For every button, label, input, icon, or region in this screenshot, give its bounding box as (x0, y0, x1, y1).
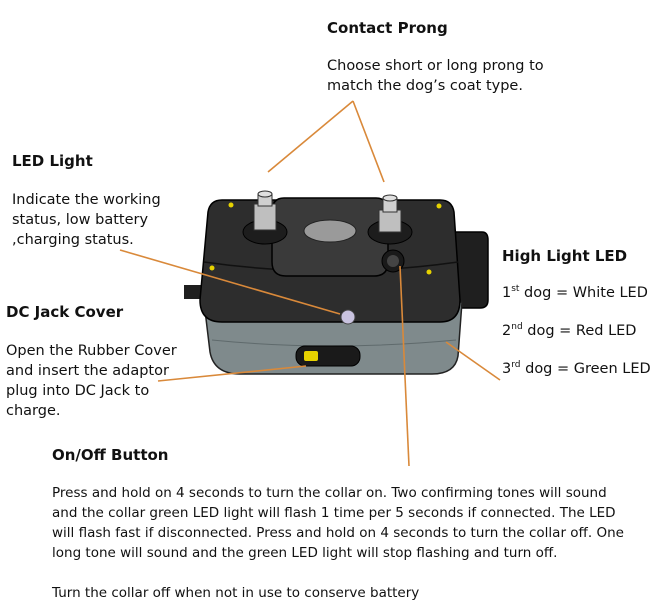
led-light (340, 309, 356, 325)
onoff-button-desc: Press and hold on 4 seconds to turn the … (52, 485, 624, 561)
onoff-button-title: On/Off Button (52, 446, 169, 464)
high-light-led-item-1: 1st dog = White LED (502, 284, 648, 302)
led-light-title: LED Light (12, 152, 93, 170)
leader-led-light (119, 249, 341, 315)
high-light-led-item-3: 3rd dog = Green LED (502, 360, 651, 378)
led-light-desc: Indicate the working status, low battery… (12, 192, 161, 248)
leader-high-light-led (445, 341, 501, 381)
high-light-led-title: High Light LED (502, 247, 628, 265)
dc-jack-cover-title: DC Jack Cover (6, 303, 124, 321)
onoff-button (303, 219, 357, 243)
onoff-button-note: Turn the collar off when not in use to c… (52, 585, 420, 601)
leader-dc-jack (157, 365, 307, 382)
leader-lines (119, 100, 501, 467)
contact-prong-left (253, 190, 277, 231)
dc-jack-cover-desc: Open the Rubber Cover and insert the ada… (6, 343, 177, 419)
contact-prong-desc: Choose short or long prong to match the … (327, 58, 544, 94)
contact-prong-right (378, 194, 402, 233)
leader-contact-prong-left (267, 100, 354, 173)
contact-prong-title: Contact Prong (327, 19, 448, 37)
leader-onoff-button (399, 265, 410, 467)
high-light-led-item-2: 2nd dog = Red LED (502, 322, 637, 340)
leader-contact-prong-right (352, 100, 385, 183)
